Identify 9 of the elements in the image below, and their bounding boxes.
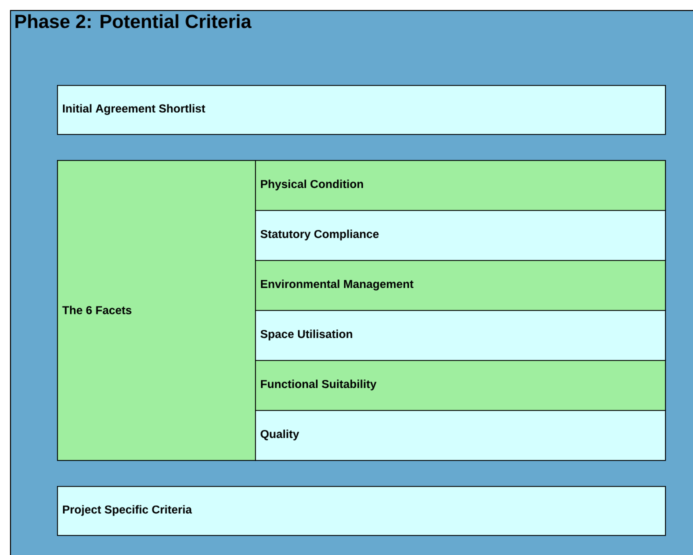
criteria-box: Space Utilisation — [255, 310, 666, 361]
criteria-box: Quality — [255, 410, 666, 461]
criteria-box: The 6 Facets — [57, 160, 256, 461]
criteria-box: Physical Condition — [255, 160, 666, 211]
criteria-box: Initial Agreement Shortlist — [57, 85, 666, 135]
criteria-box: Project Specific Criteria — [57, 486, 666, 536]
criteria-box: Statutory Compliance — [255, 210, 666, 261]
criteria-box: Functional Suitability — [255, 360, 666, 411]
criteria-box: Environmental Management — [255, 260, 666, 311]
